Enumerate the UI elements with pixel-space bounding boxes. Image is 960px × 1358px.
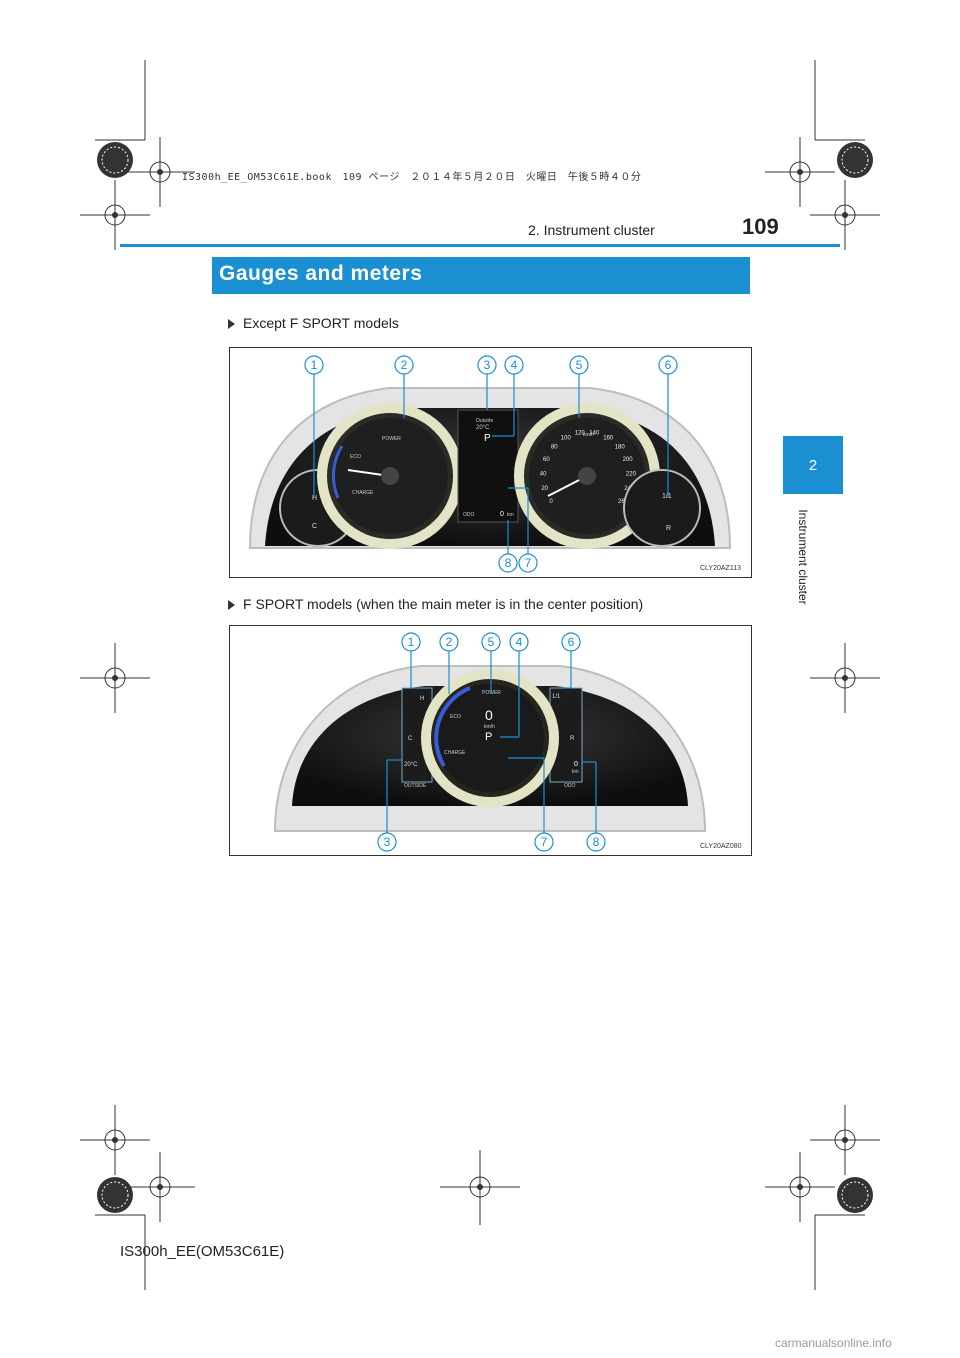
print-info-line: IS300h_EE_OM53C61E.book 109 ページ ２０１４年５月２… [182, 172, 642, 183]
temp-c-label-2: C [408, 736, 413, 742]
callout-6-b: 6 [568, 635, 575, 649]
speed-tick-label: 220 [626, 471, 637, 477]
odo-value: 0 [500, 511, 504, 518]
header-rule [120, 244, 840, 247]
speed-unit: km/h [583, 432, 594, 438]
figure-caption-2-text: F SPORT models (when the main meter is i… [243, 596, 644, 612]
callout-3: 3 [484, 358, 491, 372]
speed-tick-label: 0 [549, 499, 553, 505]
callout-4: 4 [511, 358, 518, 372]
speed-hub [578, 467, 596, 485]
figure-caption-1: Except F SPORT models [228, 315, 399, 331]
chapter-number: 2 [808, 456, 818, 474]
speed-tick-label: 20 [541, 486, 548, 492]
odo-unit: km [507, 512, 514, 518]
outside-temp-2: 20°C [404, 762, 418, 768]
main-power-label: POWER [482, 690, 501, 696]
speed-tick-label: 60 [543, 457, 550, 463]
callout-6: 6 [665, 358, 672, 372]
triangle-bullet-icon [228, 319, 235, 330]
speed-tick-label: 140 [589, 431, 600, 437]
temp-c-label: C [312, 523, 317, 530]
callout-1-b: 1 [408, 635, 415, 649]
speed-tick-label: 200 [623, 457, 634, 463]
section-title: 2. Instrument cluster [528, 222, 655, 238]
callout-1: 1 [311, 358, 318, 372]
chapter-tab: 2 [783, 436, 843, 494]
fuel-full-label-2: 1/1 [552, 694, 561, 700]
callout-7: 7 [525, 556, 532, 570]
hybrid-eco-label: ECO [350, 454, 361, 460]
outside-temp: 20°C [476, 425, 490, 431]
callout-3-b: 3 [384, 835, 391, 849]
speed-tick-label: 260 [618, 499, 629, 505]
figure-fsport-cluster: H C 20°C 1/1 R 0 km ODO OUTSIDE POWER EC… [229, 625, 752, 856]
cluster-illustration-2: H C 20°C 1/1 R 0 km ODO OUTSIDE POWER EC… [273, 632, 742, 852]
hybrid-power-label: POWER [382, 436, 401, 442]
callout-5: 5 [576, 358, 583, 372]
speed-tick-label: 40 [540, 471, 547, 477]
multi-info-display [457, 409, 519, 523]
callout-5-b: 5 [488, 635, 495, 649]
callout-2: 2 [401, 358, 408, 372]
main-eco-label: ECO [450, 714, 461, 720]
shift-position: P [484, 433, 491, 444]
speed-tick-label: 100 [561, 436, 572, 442]
digital-speed: 0 [485, 707, 493, 723]
fuel-r-label-2: R [570, 736, 575, 742]
speed-tick-label: 180 [615, 445, 626, 451]
digital-speed-unit: km/h [484, 724, 495, 730]
shift-position-2: P [485, 731, 492, 743]
figure-standard-cluster: H C POWER ECO CHARGE Outside 20°C P ODO … [229, 347, 752, 578]
callout-7-b: 7 [541, 835, 548, 849]
callout-4-b: 4 [516, 635, 523, 649]
figure-code-2: CLY20AZ080 [700, 843, 742, 850]
fuel-gauge [623, 469, 701, 547]
triangle-bullet-icon [228, 600, 235, 611]
hybrid-charge-label: CHARGE [352, 490, 374, 496]
fuel-r-label: R [666, 525, 671, 532]
speed-tick-label: 120 [575, 431, 586, 437]
trip-value: 0 [574, 761, 578, 768]
odo-label-2: ODO [564, 783, 576, 789]
power-arc [434, 686, 471, 768]
odo-label: ODO [463, 512, 475, 518]
charge-zone [331, 445, 344, 499]
document-code: IS300h_EE(OM53C61E) [120, 1243, 285, 1260]
main-charge-label: CHARGE [444, 750, 466, 756]
figure-caption-2: F SPORT models (when the main meter is i… [228, 596, 643, 612]
speed-tick-label: 160 [603, 436, 614, 442]
trip-unit: km [572, 769, 579, 775]
figure-code-1: CLY20AZ113 [700, 565, 741, 572]
temp-h-label: H [312, 495, 317, 502]
watermark: carmanualsonline.info [775, 1336, 892, 1350]
callout-8-b: 8 [593, 835, 600, 849]
temp-h-label-2: H [420, 696, 424, 702]
hybrid-hub [381, 467, 399, 485]
fuel-full-label: 1/1 [662, 493, 672, 500]
page-number: 109 [742, 214, 779, 239]
main-meter-dial [436, 684, 544, 792]
callout-8: 8 [505, 556, 512, 570]
chapter-label: Instrument cluster [796, 509, 810, 605]
callout-2-b: 2 [446, 635, 453, 649]
speed-tick-label: 80 [551, 445, 558, 451]
outside-label-2: OUTSIDE [404, 783, 427, 789]
chapter-label-box: Instrument cluster [783, 500, 823, 620]
section-banner: Gauges and meters [212, 257, 750, 294]
outside-label: Outside [476, 418, 493, 424]
figure-caption-1-text: Except F SPORT models [243, 315, 399, 331]
cluster-illustration-1: H C POWER ECO CHARGE Outside 20°C P ODO … [248, 355, 741, 573]
